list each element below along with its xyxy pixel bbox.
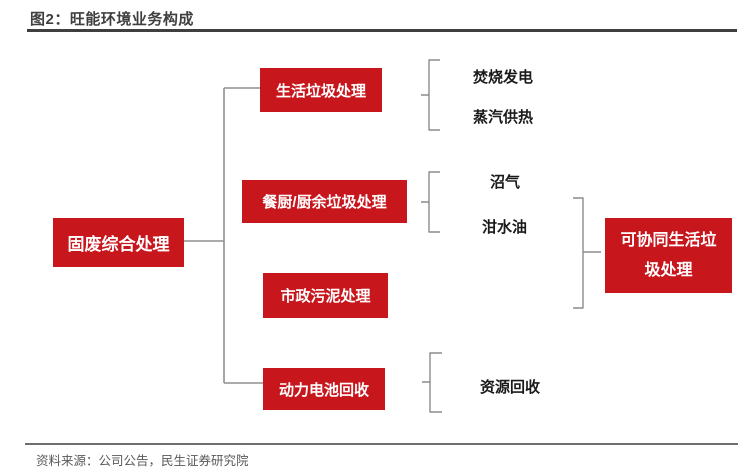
brace-shapes <box>421 59 601 413</box>
output-swill-oil: 泔水油 <box>482 219 528 236</box>
node-solid-waste-root: 固废综合处理 <box>53 218 184 267</box>
output-resource-recovery: 资源回收 <box>480 379 541 396</box>
source-note: 资料来源：公司公告，民生证券研究院 <box>36 454 249 468</box>
node-kitchen-waste: 餐厨/厨余垃圾处理 <box>242 180 407 223</box>
brace-branch1 <box>421 59 440 131</box>
node-household-waste: 生活垃圾处理 <box>260 68 382 112</box>
figure-title: 图2：旺能环境业务构成 <box>30 11 194 28</box>
output-biogas: 沼气 <box>490 174 521 191</box>
node-synergy-household-waste: 可协同生活垃圾处理 <box>605 218 732 293</box>
title-divider <box>27 29 737 32</box>
brace-synergy <box>573 197 601 309</box>
tree-connectors <box>184 87 263 384</box>
output-steam-heating: 蒸汽供热 <box>473 109 534 126</box>
brace-branch4 <box>422 352 442 413</box>
node-municipal-sludge: 市政污泥处理 <box>263 273 388 318</box>
output-incineration-power: 焚烧发电 <box>473 69 534 86</box>
brace-branch2 <box>421 171 440 233</box>
footer-divider <box>25 443 738 445</box>
node-battery-recycling: 动力电池回收 <box>263 368 385 410</box>
